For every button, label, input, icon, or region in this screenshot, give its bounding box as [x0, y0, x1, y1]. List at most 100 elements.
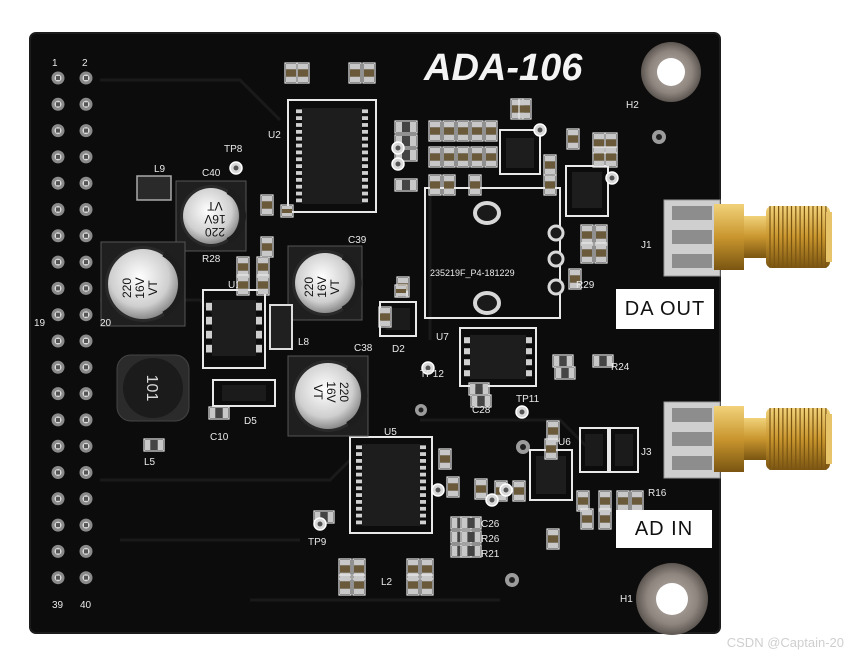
test-point: [391, 157, 405, 171]
smd-component: [378, 306, 392, 328]
inductor-l5: 101: [116, 354, 190, 422]
c10-label: C10: [210, 432, 229, 443]
chip-pin: [296, 143, 302, 148]
test-point: [485, 493, 499, 507]
chip-pin: [356, 445, 362, 450]
ad-in-label: AD IN: [616, 510, 712, 548]
smd-component: [236, 256, 250, 278]
header-pin: [51, 97, 65, 111]
u6-label: U6: [558, 437, 571, 448]
smd-component: [348, 62, 362, 84]
chip-pin: [362, 191, 368, 196]
smd-component: [546, 528, 560, 550]
cap-marking: 220: [120, 278, 134, 298]
chip-pin: [256, 316, 262, 325]
l9-label: L9: [154, 164, 166, 175]
u2-chip: [296, 108, 368, 204]
cap-marking: 220: [337, 382, 351, 402]
chip-pin: [526, 348, 532, 355]
chip-pin: [296, 116, 302, 120]
smd-component: [352, 574, 366, 596]
smd-component: [284, 62, 298, 84]
header-pin: [79, 281, 93, 295]
chip-pin: [296, 150, 302, 155]
header-pin: [51, 518, 65, 532]
header-pin: [51, 176, 65, 190]
board-title: ADA-106: [423, 47, 583, 89]
l5-label: L5: [144, 457, 156, 468]
smd-component: [592, 354, 614, 368]
u1-chip: [206, 300, 262, 356]
r21-label: R21: [481, 549, 500, 560]
chip-pin: [464, 348, 470, 355]
u5-label: U5: [384, 427, 397, 438]
smd-component: [468, 174, 482, 196]
test-point: [515, 405, 529, 419]
smd-component: [470, 394, 492, 408]
chip-pin: [362, 177, 368, 182]
cap-marking: VT: [146, 280, 160, 296]
header-pin: [51, 308, 65, 322]
smd-component: [394, 178, 418, 192]
smd-component: [568, 268, 582, 290]
smd-component: [260, 236, 274, 258]
smd-component: [512, 480, 526, 502]
c28-label: C28: [472, 405, 491, 416]
cap-marking: 16V: [324, 381, 338, 402]
smd-component: [394, 134, 418, 148]
smd-component: [280, 204, 294, 218]
smd-component: [630, 490, 644, 512]
diode-d5: [212, 379, 276, 407]
smd-component: [442, 174, 456, 196]
chip-pin: [420, 513, 426, 518]
smd-component: [256, 256, 270, 278]
u1-label: U1: [228, 280, 241, 291]
chip-pin: [526, 370, 532, 377]
chip-pin: [206, 344, 212, 353]
smd-component: [236, 274, 250, 296]
smd-component: [544, 438, 558, 460]
chip-pin: [420, 520, 426, 525]
smd-component: [554, 366, 576, 380]
header-pin: [51, 466, 65, 479]
diodes-d3-d4: [579, 427, 639, 473]
header-pin: [51, 255, 65, 269]
smd-component: [428, 146, 442, 168]
pin-20-label: 20: [100, 318, 112, 329]
cap-marking: VT: [207, 199, 223, 213]
header-pin: [79, 466, 93, 479]
test-point: [533, 123, 547, 137]
d5-label: D5: [244, 416, 257, 427]
header-pin: [51, 439, 65, 453]
smd-component: [518, 98, 532, 120]
smd-component: [456, 120, 470, 142]
test-point: [499, 483, 513, 497]
chip-pin: [296, 164, 302, 168]
cap-marking: 16V: [315, 276, 329, 297]
smd-component: [566, 128, 580, 150]
smd-component: [394, 120, 418, 134]
chip-pin: [296, 136, 302, 141]
r24-label: R24: [611, 362, 630, 373]
chip-pin: [420, 465, 426, 470]
chip-pin: [356, 459, 362, 463]
smd-component: [446, 476, 460, 498]
cap-marking: 16V: [204, 212, 225, 226]
chip-pin: [206, 316, 212, 325]
smd-component: [256, 274, 270, 296]
header-pin: [79, 387, 93, 401]
l8-label: L8: [298, 337, 310, 348]
chip-pin: [362, 198, 368, 203]
small-chip-1: [499, 129, 541, 175]
chip-pin: [356, 493, 362, 497]
test-point: [229, 161, 243, 175]
smd-component: [580, 508, 594, 530]
chip-pin: [420, 479, 426, 484]
smd-component: [616, 490, 630, 512]
chip-pin: [362, 116, 368, 120]
da-out-label: DA OUT: [616, 289, 714, 329]
header-pin: [79, 97, 93, 111]
smd-component: [428, 174, 442, 196]
